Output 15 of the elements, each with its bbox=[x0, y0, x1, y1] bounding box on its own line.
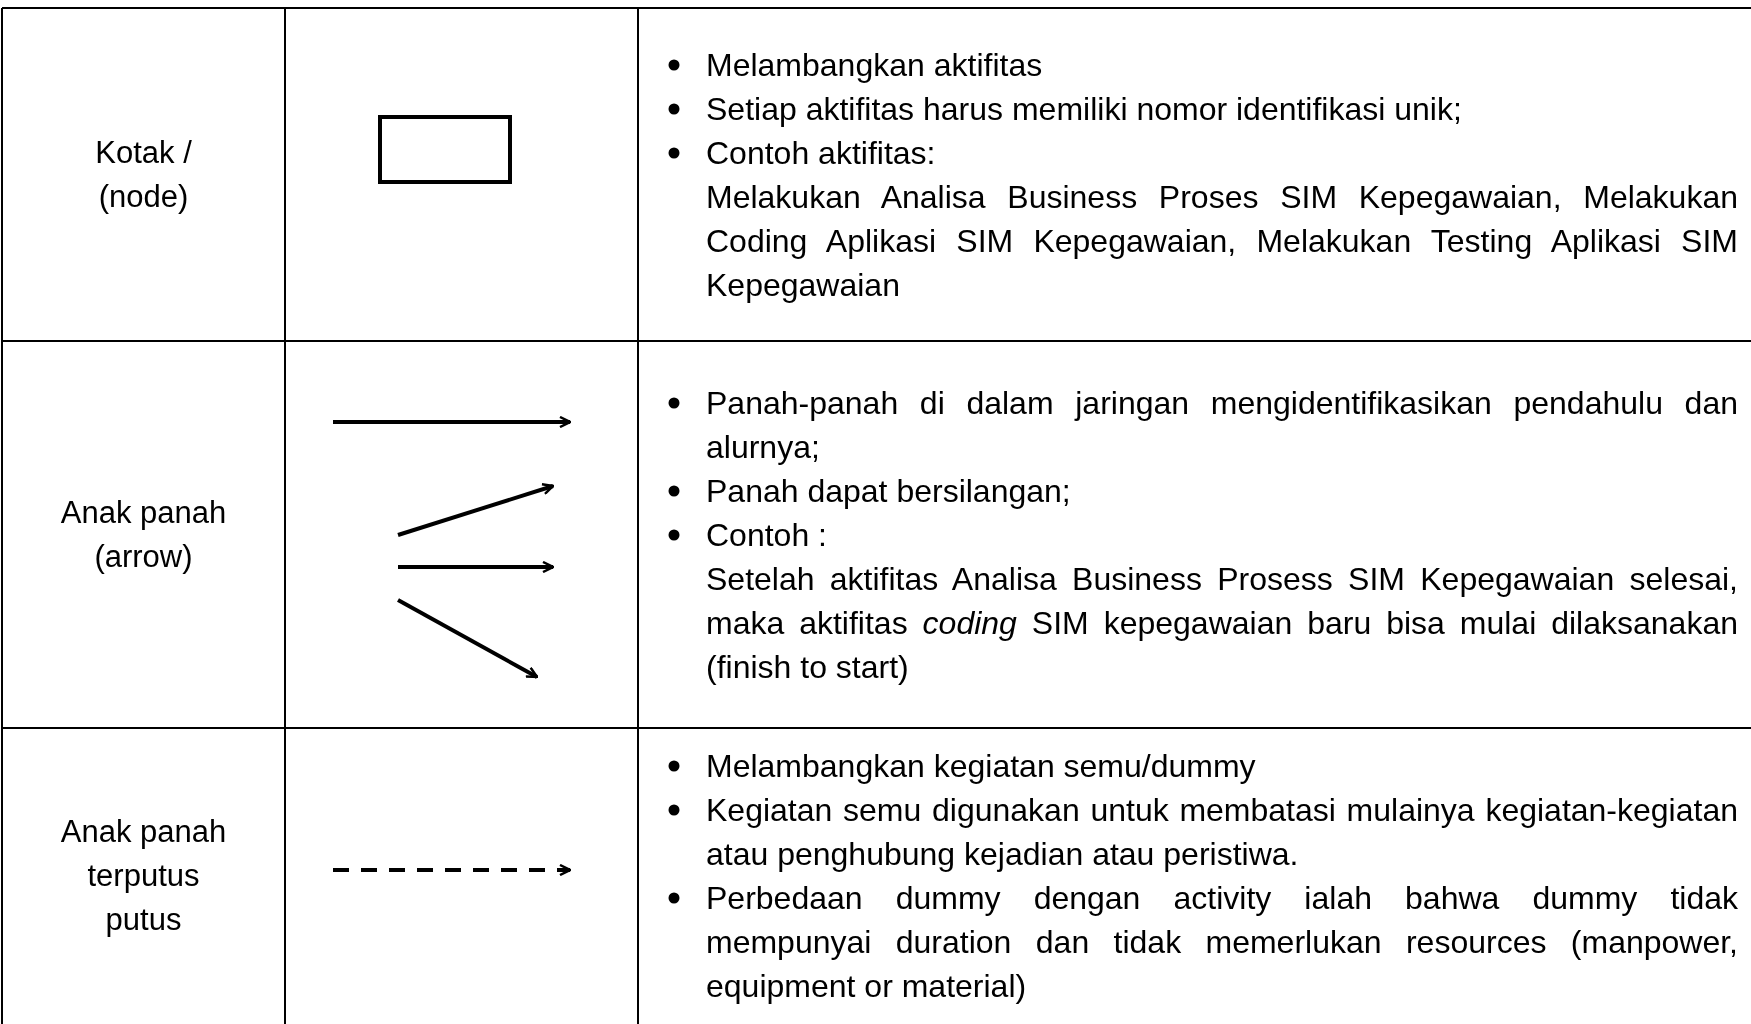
description-text: Contoh : bbox=[706, 515, 828, 555]
symbol-name: Anak panah (arrow) bbox=[59, 493, 228, 576]
description-text: Melambangkan kegiatan semu/dummy bbox=[706, 747, 1257, 786]
description-text: Setelah aktifitas Analisa Business Prosess SIM Kepegawaian selesai, maka aktifitas coding SIM kepegawaian baru bisa mulai dilaksanakan (finish to start) bbox=[706, 559, 1738, 687]
rectangle-symbol bbox=[378, 115, 512, 184]
symbol-name: Kotak / (node) bbox=[94, 133, 193, 216]
description-text: Melambangkan aktifitas bbox=[706, 45, 1044, 85]
description-text: Contoh aktifitas: bbox=[706, 133, 937, 173]
description-text: Perbedaan dummy dengan activity ialah bahwa dummy tidak mempunyai duration dan tidak memerlukan resources (manpower, equipment or material) bbox=[706, 879, 1738, 1006]
description-text: Panah dapat bersilangan; bbox=[706, 471, 1072, 511]
description-text: Kegiatan semu digunakan untuk membatasi mulainya kegiatan-kegiatan atau penghubung kejadian atau peristiwa. bbox=[706, 791, 1738, 874]
symbol-name: Anak panah terputus putus bbox=[59, 813, 228, 939]
description-text: Panah-panah di dalam jaringan mengidentifikasikan pendahulu dan alurnya; bbox=[706, 383, 1738, 467]
description-text: Melakukan Analisa Business Proses SIM Kepegawaian, Melakukan Coding Aplikasi SIM Kepegawaian, Melakukan Testing Aplikasi SIM Kepegawaian bbox=[706, 177, 1738, 305]
description-text: Setiap aktifitas harus memiliki nomor identifikasi unik; bbox=[706, 89, 1463, 129]
